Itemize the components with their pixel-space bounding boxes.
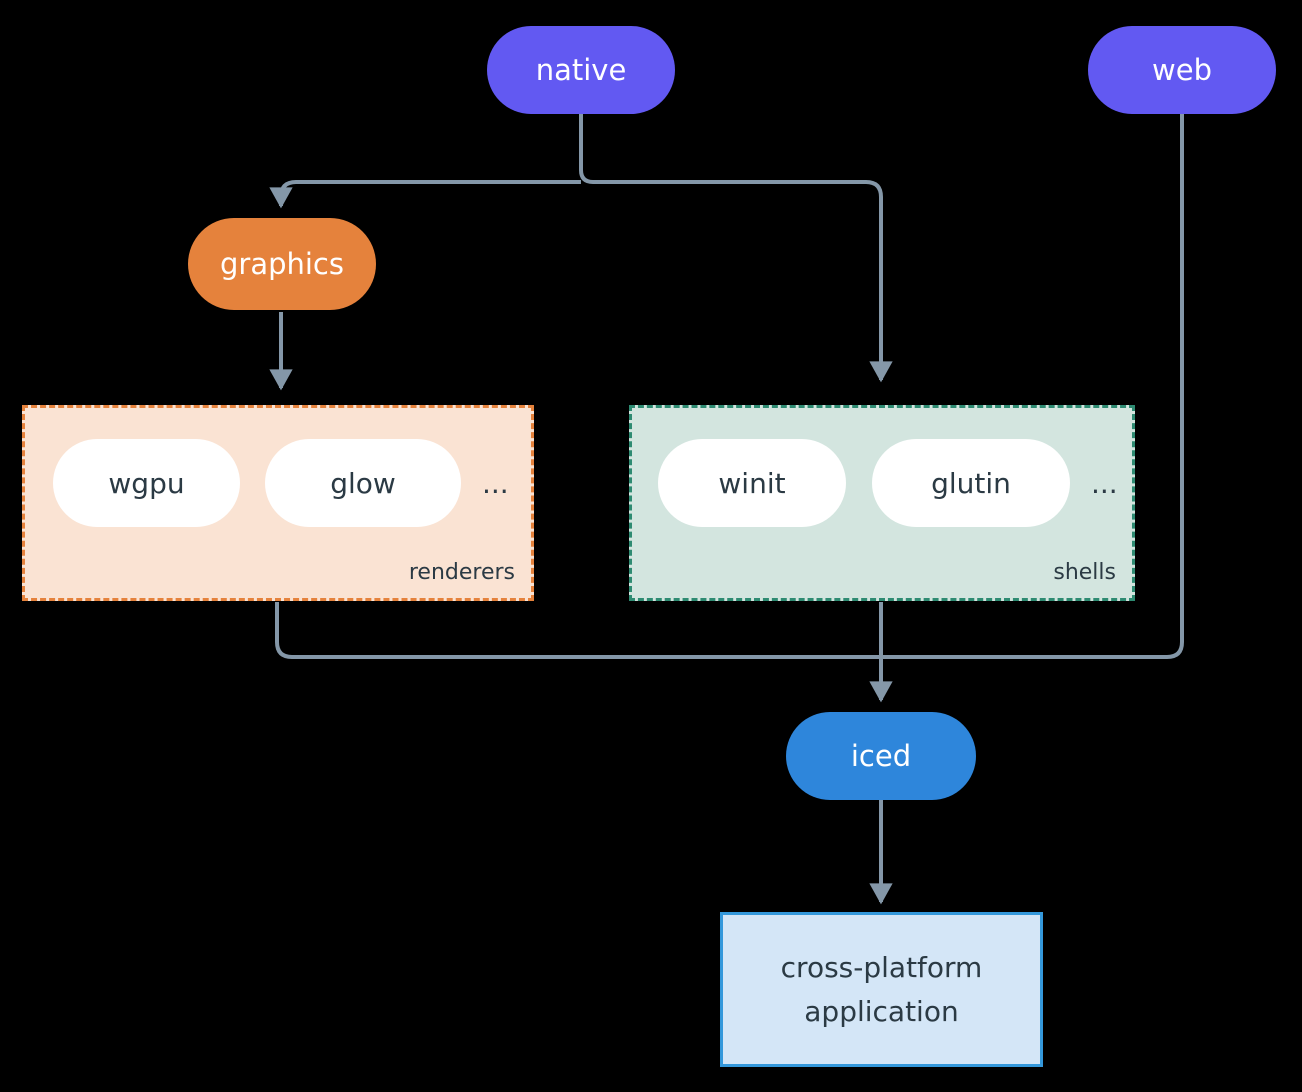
node-web-label: web bbox=[1152, 53, 1212, 87]
leaf-winit-label: winit bbox=[718, 466, 786, 500]
group-renderers: wgpu glow ... renderers bbox=[22, 405, 534, 601]
leaf-glow-label: glow bbox=[330, 466, 396, 500]
node-iced-label: iced bbox=[850, 739, 912, 773]
leaf-glutin[interactable]: glutin bbox=[872, 439, 1070, 527]
shells-more-ellipsis: ... bbox=[1091, 467, 1118, 500]
leaf-glutin-label: glutin bbox=[931, 466, 1011, 500]
group-shells-label: shells bbox=[1053, 560, 1116, 585]
group-shells: winit glutin ... shells bbox=[629, 405, 1135, 601]
node-application-line1: cross-platform bbox=[780, 951, 983, 985]
leaf-wgpu[interactable]: wgpu bbox=[53, 439, 240, 527]
renderers-more-ellipsis: ... bbox=[482, 467, 509, 500]
node-graphics-label: graphics bbox=[219, 247, 344, 281]
edge-renderers-to-iced bbox=[275, 602, 881, 659]
edge-native-to-graphics bbox=[269, 180, 581, 209]
node-native[interactable]: native bbox=[487, 26, 675, 114]
node-iced[interactable]: iced bbox=[786, 712, 976, 800]
node-application[interactable]: cross-platform application bbox=[720, 912, 1043, 1067]
node-web[interactable]: web bbox=[1088, 26, 1276, 114]
node-native-label: native bbox=[535, 53, 627, 87]
leaf-wgpu-label: wgpu bbox=[108, 466, 185, 500]
leaf-winit[interactable]: winit bbox=[658, 439, 846, 527]
group-renderers-label: renderers bbox=[408, 560, 515, 585]
node-graphics[interactable]: graphics bbox=[188, 218, 376, 310]
edge-native-split bbox=[579, 112, 893, 383]
node-application-line2: application bbox=[804, 994, 959, 1028]
leaf-glow[interactable]: glow bbox=[265, 439, 461, 527]
